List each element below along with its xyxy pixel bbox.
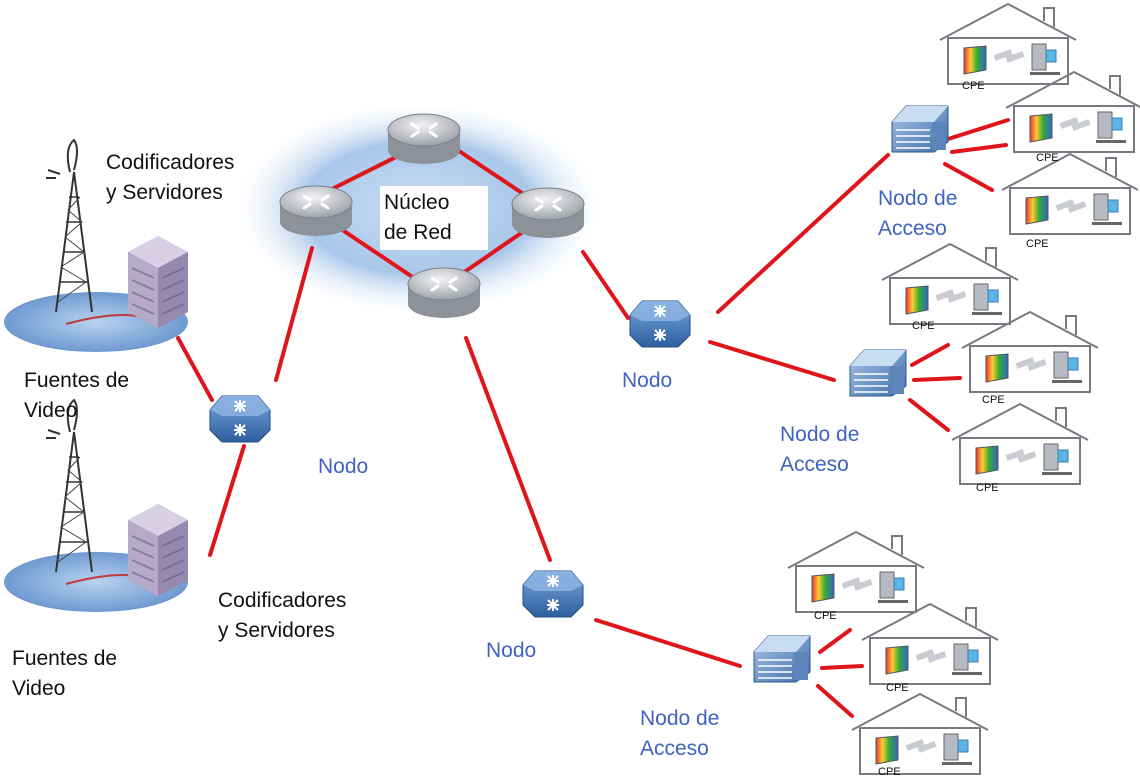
label-nodo-left: Nodo <box>318 455 369 478</box>
cpe-label-1: CPE <box>962 80 985 92</box>
house-cpe-3 <box>1001 153 1139 235</box>
label-fuentes-bottom: Fuentes de Video <box>12 647 118 700</box>
house-cpe-6 <box>951 403 1089 485</box>
router-left <box>278 184 354 238</box>
house-cpe-8 <box>861 603 999 685</box>
label-nodo-bottom: Nodo <box>486 639 537 662</box>
cpe-label-7: CPE <box>814 610 837 622</box>
house-cpe-9 <box>851 693 989 775</box>
cpe-label-3: CPE <box>1026 238 1049 250</box>
label-acceso-1: Nodo de Acceso <box>878 187 958 240</box>
cpe-label-4: CPE <box>912 320 935 332</box>
cpe-label-8: CPE <box>886 682 909 694</box>
label-nucleo: Núcleo de Red <box>384 191 452 244</box>
cpe-label-5: CPE <box>982 394 1005 406</box>
label-nodo-mid: Nodo <box>622 369 673 392</box>
node-left <box>209 395 271 443</box>
cpe-label-6: CPE <box>976 482 999 494</box>
label-codificadores-bottom: Codificadores y Servidores <box>218 589 347 642</box>
cpe-label-2: CPE <box>1036 152 1059 164</box>
core-label-bg <box>380 186 488 250</box>
label-acceso-2: Nodo de Acceso <box>780 423 860 476</box>
node-bottom <box>522 570 584 618</box>
cpe-label-9: CPE <box>878 766 901 778</box>
house-cpe-1 <box>939 3 1077 85</box>
access-node-2 <box>849 349 907 397</box>
router-top <box>386 112 462 166</box>
servers-bottom <box>127 503 189 597</box>
label-acceso-3: Nodo de Acceso <box>640 707 720 760</box>
servers-top <box>127 235 189 329</box>
node-mid <box>629 300 691 348</box>
house-cpe-4 <box>881 243 1019 325</box>
label-fuentes-top: Fuentes de Video <box>24 369 130 422</box>
house-cpe-7 <box>787 531 925 613</box>
access-node-1 <box>891 105 949 153</box>
router-bottom <box>406 266 482 320</box>
access-node-3 <box>753 635 811 683</box>
router-right <box>510 186 586 240</box>
label-codificadores-top: Codificadores y Servidores <box>106 151 235 204</box>
